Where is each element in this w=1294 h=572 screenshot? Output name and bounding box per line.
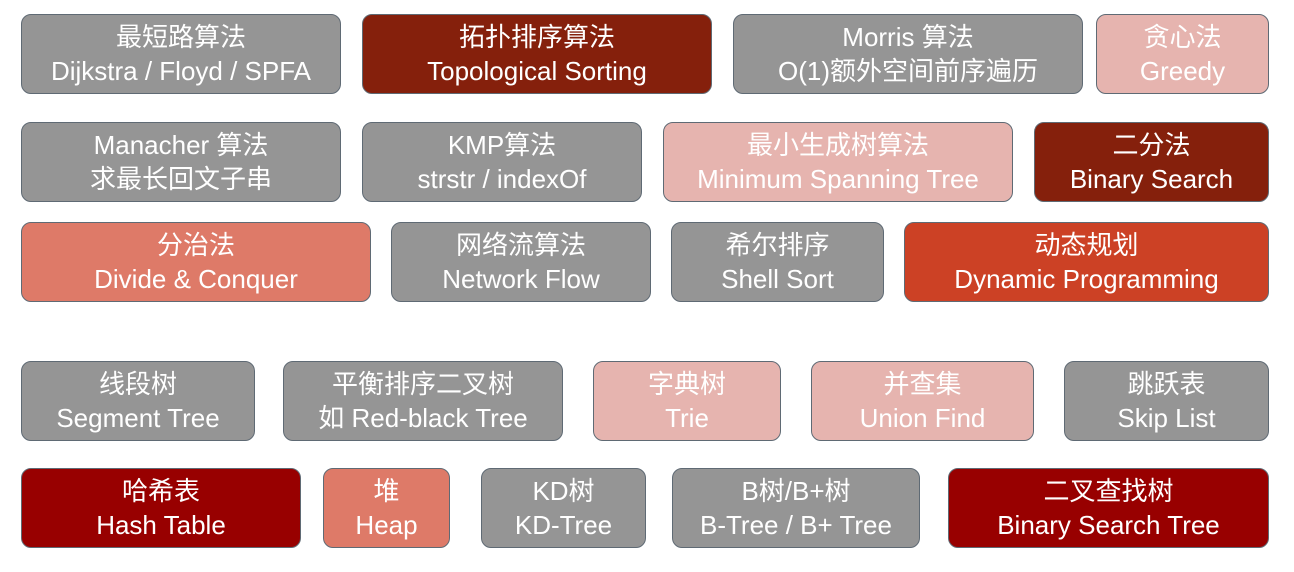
tile-divide-conquer: 分治法 Divide & Conquer (21, 222, 371, 302)
tile-title-zh: 二叉查找树 (1043, 476, 1174, 506)
tile-title-en: O(1)额外空间前序遍历 (777, 56, 1038, 86)
tile-title-en: Trie (665, 403, 709, 433)
tile-title-en: Binary Search Tree (997, 510, 1220, 540)
tile-title-zh: B树/B+树 (741, 476, 851, 506)
tile-title-zh: 拓扑排序算法 (458, 22, 615, 52)
tile-union-find: 并查集 Union Find (811, 361, 1034, 441)
tile-network-flow: 网络流算法 Network Flow (391, 222, 651, 302)
tile-hash-table: 哈希表 Hash Table (21, 468, 301, 548)
tile-segment-tree: 线段树 Segment Tree (21, 361, 255, 441)
tile-title-en: strstr / indexOf (417, 164, 587, 194)
tile-title-zh: 希尔排序 (725, 230, 830, 260)
tile-title-en: Shell Sort (721, 264, 834, 294)
tile-title-zh: KMP算法 (447, 130, 557, 160)
tile-title-zh: KD树 (532, 476, 595, 506)
tile-title-zh: 贪心法 (1143, 22, 1222, 52)
tile-title-en: Minimum Spanning Tree (697, 164, 979, 194)
tile-title-en: Hash Table (96, 510, 226, 540)
tile-title-zh: 平衡排序二叉树 (331, 369, 514, 399)
tile-title-zh: Morris 算法 (842, 22, 974, 52)
tile-topological-sorting: 拓扑排序算法 Topological Sorting (362, 14, 712, 94)
tile-b-tree: B树/B+树 B-Tree / B+ Tree (672, 468, 920, 548)
tile-balanced-bst: 平衡排序二叉树 如 Red-black Tree (283, 361, 563, 441)
tile-title-en: Heap (355, 510, 418, 540)
tile-title-en: Segment Tree (56, 403, 220, 433)
tile-title-en: Network Flow (442, 264, 600, 294)
tile-title-zh: 线段树 (98, 369, 177, 399)
tile-greedy: 贪心法 Greedy (1096, 14, 1269, 94)
tile-title-zh: 动态规划 (1034, 230, 1139, 260)
tile-title-en: Dijkstra / Floyd / SPFA (50, 56, 312, 86)
tile-title-en: Union Find (859, 403, 986, 433)
tile-kmp: KMP算法 strstr / indexOf (362, 122, 642, 202)
tile-title-zh: 二分法 (1112, 130, 1191, 160)
tile-title-en: 求最长回文子串 (89, 164, 272, 194)
tile-kd-tree: KD树 KD-Tree (481, 468, 646, 548)
tile-binary-search-tree: 二叉查找树 Binary Search Tree (948, 468, 1269, 548)
tile-manacher: Manacher 算法 求最长回文子串 (21, 122, 341, 202)
tile-title-en: Dynamic Programming (954, 264, 1219, 294)
tile-title-zh: 哈希表 (121, 476, 200, 506)
tile-title-zh: Manacher 算法 (93, 130, 269, 160)
tile-title-en: B-Tree / B+ Tree (700, 510, 892, 540)
tile-title-zh: 字典树 (647, 369, 726, 399)
tile-heap: 堆 Heap (323, 468, 450, 548)
tile-title-en: Greedy (1139, 56, 1226, 86)
tile-dynamic-programming: 动态规划 Dynamic Programming (904, 222, 1269, 302)
tile-title-zh: 网络流算法 (455, 230, 586, 260)
tile-trie: 字典树 Trie (593, 361, 781, 441)
tile-shortest-path: 最短路算法 Dijkstra / Floyd / SPFA (21, 14, 341, 94)
tile-skip-list: 跳跃表 Skip List (1064, 361, 1269, 441)
tile-title-en: Divide & Conquer (94, 264, 298, 294)
tile-title-en: 如 Red-black Tree (318, 403, 528, 433)
tile-title-en: Topological Sorting (427, 56, 647, 86)
tile-title-zh: 最短路算法 (115, 22, 246, 52)
tile-title-zh: 堆 (373, 476, 400, 506)
tile-title-en: KD-Tree (514, 510, 613, 540)
tile-minimum-spanning-tree: 最小生成树算法 Minimum Spanning Tree (663, 122, 1013, 202)
tile-title-en: Skip List (1117, 403, 1216, 433)
tile-binary-search: 二分法 Binary Search (1034, 122, 1269, 202)
tile-title-zh: 分治法 (156, 230, 235, 260)
tile-title-zh: 跳跃表 (1127, 369, 1206, 399)
tile-morris: Morris 算法 O(1)额外空间前序遍历 (733, 14, 1083, 94)
tile-title-zh: 最小生成树算法 (746, 130, 929, 160)
tile-title-zh: 并查集 (883, 369, 962, 399)
tile-title-en: Binary Search (1069, 164, 1234, 194)
tile-shell-sort: 希尔排序 Shell Sort (671, 222, 884, 302)
